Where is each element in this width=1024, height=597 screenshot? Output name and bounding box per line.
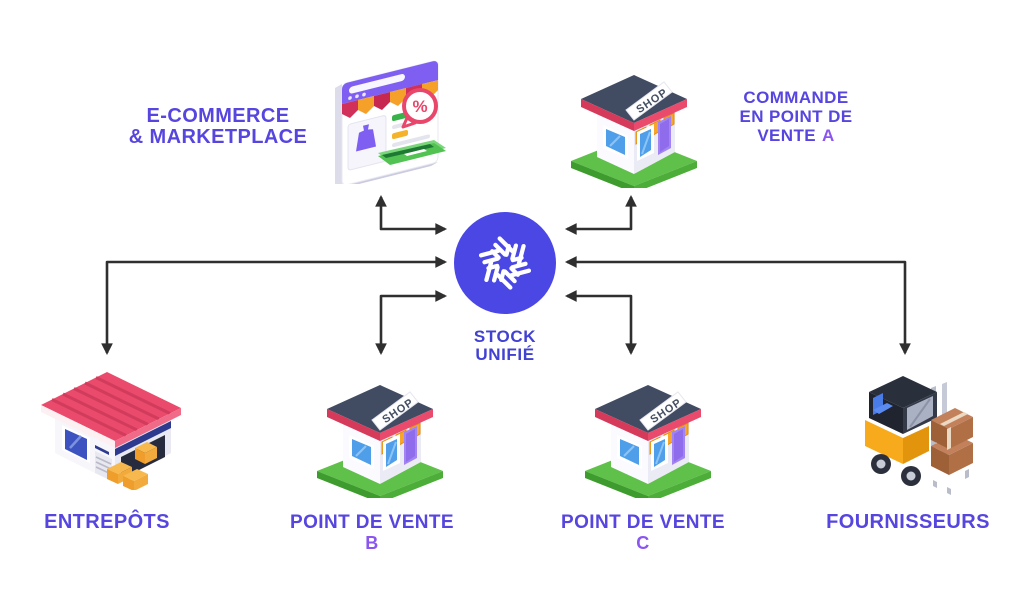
label-ecommerce-line2: & MARKETPLACE: [128, 126, 308, 148]
label-pos-c-line1: POINT DE VENTE: [561, 512, 725, 533]
connector-pos-a-hub: [564, 194, 637, 235]
label-stock-unifie: STOCK UNIFIÉ: [435, 328, 575, 364]
ecommerce-browser-icon: %: [308, 44, 458, 184]
connector-ecommerce-hub: [375, 194, 448, 235]
connector-pos-b-hub: [375, 290, 448, 356]
connector-entrepots-hub: [101, 256, 448, 356]
shop-icon-pos-c: SHOP: [578, 368, 718, 498]
forklift-icon: [843, 358, 973, 498]
label-pos-b: POINT DE VENTE B: [277, 512, 467, 554]
hub-label-line2: UNIFIÉ: [475, 345, 535, 364]
label-ecommerce-line1: E-COMMERCE: [146, 105, 290, 127]
label-commande-line1: COMMANDE: [743, 88, 849, 107]
label-pos-c: POINT DE VENTE C: [548, 512, 738, 554]
label-pos-b-line1: POINT DE VENTE: [290, 512, 454, 533]
warehouse-icon: [35, 355, 185, 490]
pinwheel-logo-icon: [478, 236, 532, 290]
label-pos-b-letter: B: [365, 533, 379, 553]
label-pos-c-letter: C: [636, 533, 650, 553]
shop-icon-pos-b: SHOP: [310, 368, 450, 498]
connector-fournisseurs-hub: [564, 256, 911, 356]
label-commande-pos-a: COMMANDE EN POINT DE VENTE A: [716, 88, 876, 145]
label-commande-line3: VENTE A: [716, 126, 876, 145]
label-commande-line2: EN POINT DE: [739, 107, 853, 126]
stock-unifie-hub: [454, 212, 556, 314]
connector-pos-c-hub: [564, 290, 637, 356]
hub-label-line1: STOCK: [473, 327, 537, 346]
label-commande-vente: VENTE: [757, 126, 816, 145]
label-commande-letter-a: A: [822, 126, 835, 145]
percent-badge: %: [412, 97, 427, 116]
label-ecommerce: E-COMMERCE & MARKETPLACE: [110, 106, 326, 148]
shop-icon-pos-a: SHOP: [564, 58, 704, 188]
label-entrepots: ENTREPÔTS: [44, 511, 170, 533]
label-fournisseurs: FOURNISSEURS: [826, 511, 990, 533]
